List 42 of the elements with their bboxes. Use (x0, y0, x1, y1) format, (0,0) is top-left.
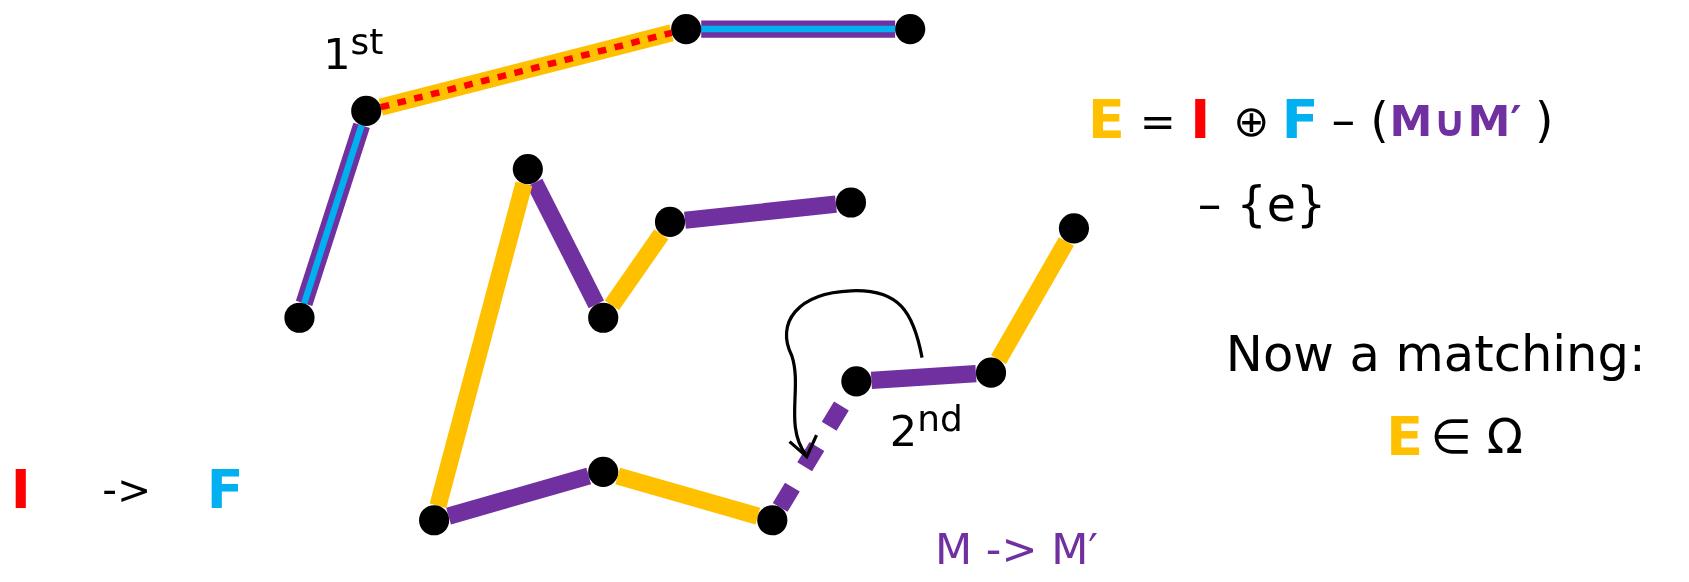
vertex-dot (835, 187, 867, 218)
formula-symbol: I (10, 463, 31, 518)
ordinal-label: 2$^{nd}$ (889, 400, 963, 453)
formula-symbol: E (1386, 409, 1424, 464)
formula-operator: ) (1534, 96, 1554, 145)
formula-symbol: I (1190, 92, 1211, 147)
graph-edge (604, 229, 669, 311)
formula-operator: = (1139, 99, 1176, 143)
vertex-dot (671, 14, 702, 45)
vertex-dot (895, 14, 926, 45)
transition-label: M -> M′ (935, 527, 1099, 571)
ordinal-label: 1$^{st}$ (323, 23, 384, 76)
note-text: Now a matching: (1225, 328, 1646, 379)
vertex-dot (284, 302, 315, 333)
vertex-dot (588, 456, 619, 487)
vertex-dot (419, 505, 450, 536)
formula-symbol: F (1281, 92, 1319, 147)
graph-edge (446, 467, 592, 525)
formula-operator: ⊕ (1233, 99, 1270, 143)
formula-operator: ∈ Ω (1430, 413, 1524, 462)
formula-symbol: E (1087, 92, 1125, 147)
vertex-dot (841, 366, 872, 397)
graph-edge (295, 122, 370, 307)
formula-operator: – ( (1331, 96, 1389, 145)
graph-edge (701, 20, 896, 38)
vertex-dot (588, 302, 619, 333)
vertex-dot (512, 154, 543, 185)
graph-edge (378, 24, 674, 116)
graph-edge (429, 181, 533, 508)
vertex-dot (654, 206, 686, 237)
formula-symbol: F (206, 463, 244, 518)
graph-edge (870, 365, 977, 389)
graph-edge (684, 195, 837, 229)
graph-edge (615, 467, 761, 525)
graph-edge (991, 237, 1074, 364)
formula-term: – {e} (1197, 180, 1327, 229)
formula-symbol: M∪M′ (1389, 99, 1522, 143)
vertex-dot (351, 95, 382, 127)
vertex-dot (1058, 213, 1089, 244)
transition-arrow-text: -> (102, 469, 152, 511)
vertex-dot (975, 357, 1007, 388)
vertex-dot (757, 505, 788, 536)
